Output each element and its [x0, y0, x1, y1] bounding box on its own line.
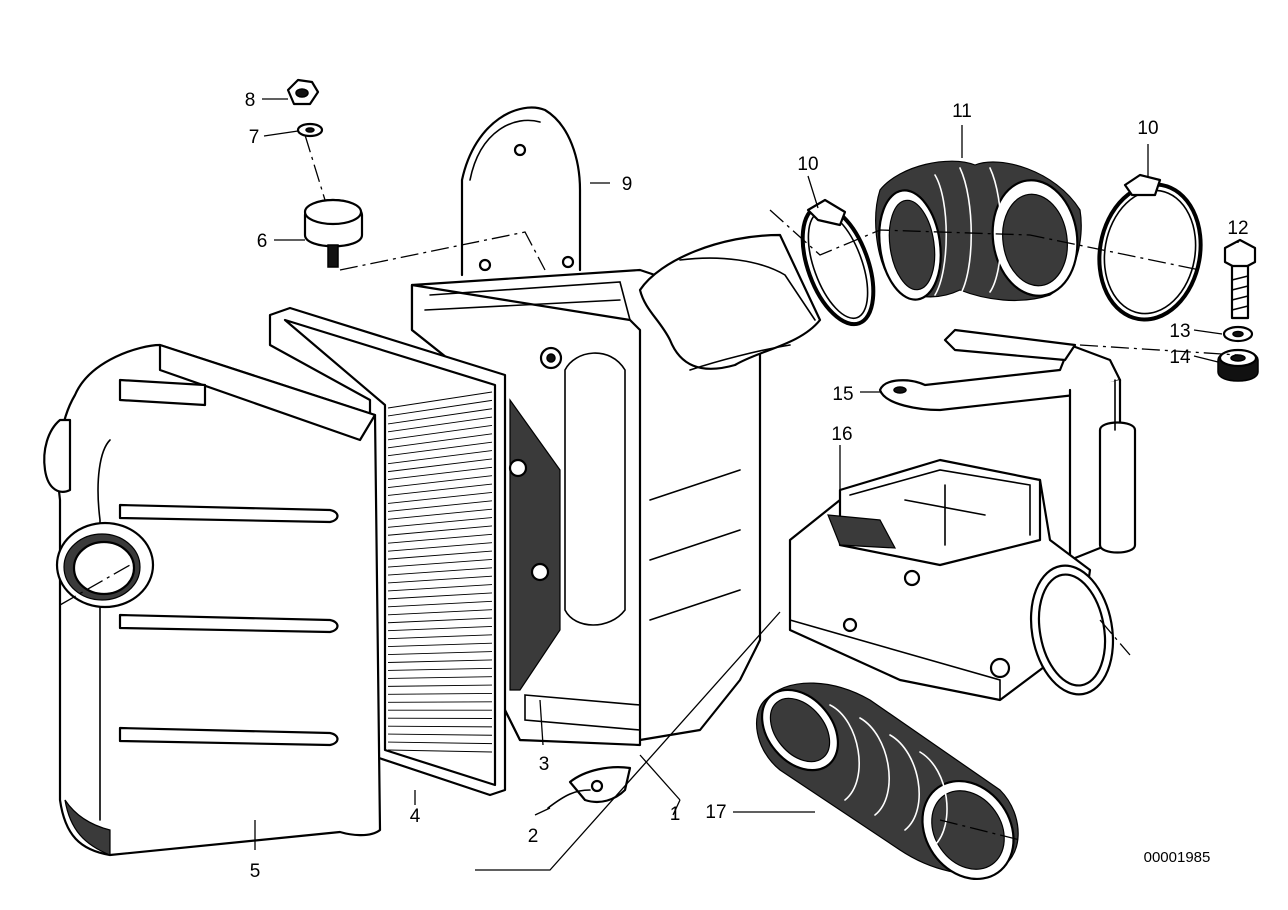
filter-pleat-line — [387, 625, 493, 632]
filter-pleat-line — [387, 676, 493, 679]
filter-cover — [43, 343, 382, 857]
filter-pleat-line — [387, 492, 493, 504]
filter-pleat-line — [387, 408, 493, 425]
intake-elbow — [638, 233, 822, 371]
filter-pleat-line — [387, 508, 493, 520]
filter-pleat-line — [387, 642, 493, 648]
callout-13: 13 — [1169, 321, 1190, 342]
filter-pleat-line — [387, 533, 493, 544]
assembly-centerlines — [59, 134, 1239, 841]
filter-pleat-line — [387, 416, 493, 433]
filter-pleat-line — [387, 399, 493, 417]
callout-2: 2 — [528, 826, 539, 847]
callout-6: 6 — [257, 231, 268, 252]
callout-17: 17 — [705, 802, 726, 823]
airflow-meter-bracket — [878, 328, 1137, 562]
filter-pleat-line — [387, 725, 493, 728]
callout-9: 9 — [622, 174, 633, 195]
callout-3: 3 — [539, 754, 550, 775]
filter-pleat-line — [387, 651, 493, 656]
washer-small — [1222, 325, 1254, 343]
filter-pleat-line — [387, 550, 493, 560]
filter-pleat-line — [387, 659, 493, 663]
filter-pleats — [387, 391, 493, 753]
filter-pleat-line — [387, 575, 493, 584]
callout-10-right: 10 — [1137, 118, 1158, 139]
air-flow-meter — [788, 458, 1115, 702]
filter-pleat-line — [387, 433, 493, 449]
filter-pleat-line — [387, 391, 493, 409]
intake-bellows — [756, 682, 1019, 881]
filter-element — [268, 306, 507, 797]
callout-14: 14 — [1169, 347, 1191, 368]
hose-clamp-left — [800, 198, 876, 327]
filter-pleat-line — [387, 667, 493, 671]
leader-lines — [254, 98, 1239, 871]
filter-pleat-line — [387, 425, 493, 441]
callout-8: 8 — [245, 90, 256, 111]
filter-pleat-line — [387, 609, 493, 616]
filter-pleat-line — [387, 517, 493, 528]
callout-12: 12 — [1227, 218, 1248, 239]
filter-pleat-line — [387, 475, 493, 488]
filter-pleat-line — [387, 600, 493, 608]
callout-11: 11 — [952, 101, 972, 122]
filter-pleat-line — [387, 558, 493, 568]
callout-15: 15 — [832, 384, 853, 405]
nut — [286, 78, 320, 106]
filter-pleat-line — [387, 567, 493, 576]
filter-pleat-line — [387, 701, 493, 703]
filter-pleat-line — [387, 450, 493, 465]
clip — [547, 766, 632, 809]
callout-7: 7 — [249, 127, 260, 148]
filter-pleat-line — [387, 749, 493, 753]
filter-pleat-line — [387, 483, 493, 496]
filter-pleat-line — [387, 584, 493, 592]
callout-10-left: 10 — [797, 154, 818, 175]
filter-pleat-line — [387, 692, 493, 695]
filter-pleat-line — [387, 617, 493, 624]
hose-clamp-right — [1097, 173, 1203, 322]
rubber-mount — [303, 198, 364, 268]
filter-pleat-line — [387, 466, 493, 481]
filter-pleat-line — [387, 684, 493, 687]
filter-pleat-line — [387, 741, 493, 745]
callout-1: 1 — [670, 804, 681, 825]
filter-pleat-line — [387, 458, 493, 473]
filter-pleat-line — [387, 500, 493, 512]
filter-pleat-line — [387, 733, 493, 736]
callout-4: 4 — [410, 806, 421, 827]
callout-5: 5 — [250, 861, 261, 882]
bolt — [1223, 238, 1257, 320]
mounting-bracket — [460, 106, 582, 277]
filter-pleat-line — [387, 592, 493, 600]
intake-boot — [875, 160, 1082, 302]
callout-labels: 1 2 3 4 5 6 7 8 9 10 10 11 12 13 14 15 1… — [245, 90, 1249, 882]
filter-pleat-line — [387, 525, 493, 536]
callout-16: 16 — [831, 424, 852, 445]
filter-pleat-line — [387, 441, 493, 457]
filter-pleat-line — [387, 634, 493, 640]
filter-pleat-line — [387, 542, 493, 552]
washer — [296, 122, 324, 138]
reference-number: 00001985 — [1144, 849, 1211, 866]
